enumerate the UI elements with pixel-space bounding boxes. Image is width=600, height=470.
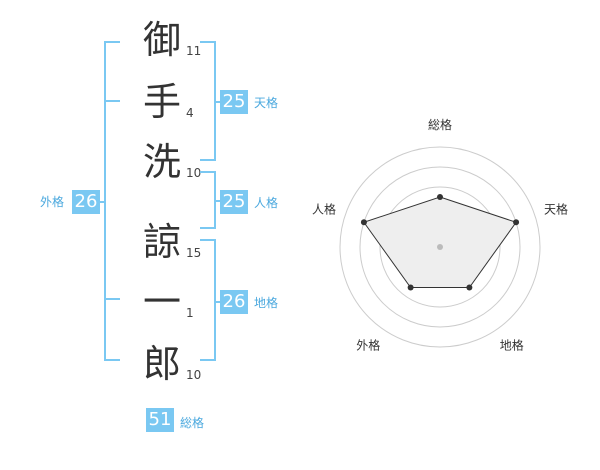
stroke-count-3: 10 (186, 166, 202, 180)
stroke-count-5: 1 (186, 306, 194, 320)
jinkaku-bracket-top (200, 171, 216, 173)
tenkaku-bracket-top (200, 41, 216, 43)
gaikaku-bracket-top (104, 41, 120, 43)
radar-axis-label-1: 総格 (428, 117, 452, 132)
chikaku-bracket-top (200, 239, 216, 241)
gaikaku-badge: 26 (72, 190, 100, 214)
tenkaku-bracket-bottom (200, 159, 216, 161)
name-char-4: 諒 (142, 220, 181, 264)
chikaku-badge: 26 (220, 290, 248, 314)
jinkaku-bracket-bottom (200, 227, 216, 229)
radar-point-4 (407, 284, 414, 291)
radar-point-1 (437, 194, 443, 200)
name-char-1: 御 (142, 18, 181, 62)
radar-ring-1 (339, 146, 541, 348)
chikaku-connector (216, 301, 222, 303)
jinkaku-badge: 25 (220, 190, 248, 214)
chikaku-bracket-line (214, 240, 216, 360)
tenkaku-label: 天格 (254, 96, 279, 110)
name-char-3: 洗 (142, 140, 181, 184)
gaikaku-label: 外格 (40, 195, 65, 209)
name-char-5: 一 (142, 280, 181, 324)
radar-polygon (363, 196, 517, 288)
jinkaku-label: 人格 (254, 196, 279, 210)
soukaku-badge: 51 (146, 408, 174, 432)
gaikaku-bracket-tick-2 (104, 298, 120, 300)
radar-point-5 (360, 219, 367, 226)
stroke-count-1: 11 (186, 44, 202, 58)
radar-ring-3 (379, 186, 501, 308)
tenkaku-bracket-line (214, 42, 216, 160)
chikaku-label: 地格 (254, 296, 279, 310)
gaikaku-bracket-tick (104, 100, 120, 102)
gaikaku-bracket-bottom (104, 359, 120, 361)
name-char-6: 郎 (142, 342, 181, 386)
jinkaku-connector (216, 200, 222, 202)
radar-axis-label-3: 地格 (500, 338, 524, 353)
radar-point-2 (513, 219, 520, 226)
stroke-count-4: 15 (186, 246, 202, 260)
radar-axis-label-4: 外格 (356, 338, 380, 353)
soukaku-label: 総格 (180, 416, 205, 430)
jinkaku-bracket-line (214, 172, 216, 228)
radar-axis-label-2: 天格 (544, 201, 568, 216)
tenkaku-connector (216, 101, 222, 103)
tenkaku-badge: 25 (220, 90, 248, 114)
stroke-count-6: 10 (186, 368, 202, 382)
name-char-2: 手 (142, 80, 181, 124)
gaikaku-connector (100, 201, 104, 203)
stroke-count-2: 4 (186, 106, 194, 120)
gaikaku-bracket-line (104, 42, 106, 360)
radar-center-dot (437, 244, 443, 250)
radar-point-3 (466, 284, 473, 291)
chikaku-bracket-bottom (200, 359, 216, 361)
radar-ring-2 (359, 166, 521, 328)
radar-axis-label-5: 人格 (312, 201, 336, 216)
